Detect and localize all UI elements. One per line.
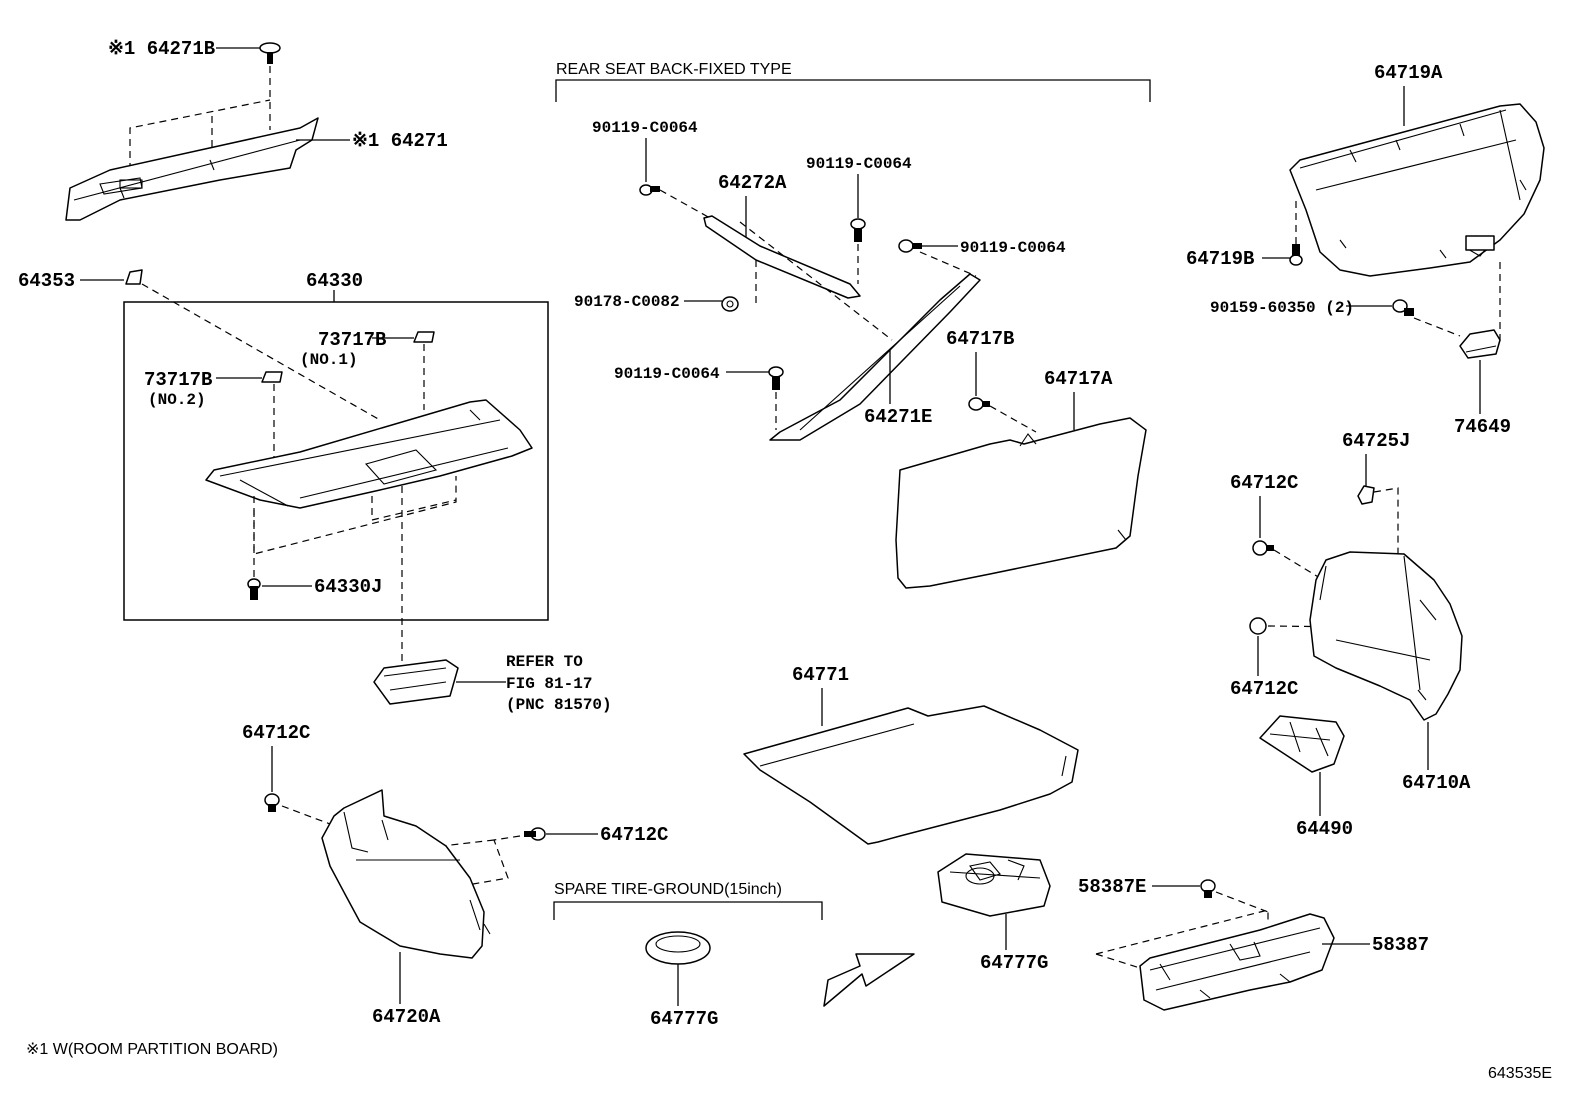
footnote: ※1 W(ROOM PARTITION BOARD): [26, 1041, 278, 1058]
jack-tray-64777G-icon: [937, 853, 1051, 917]
part-64720A-group: 64712C 64712C 64720A: [242, 722, 668, 1028]
label-64777G-a[interactable]: 64777G: [650, 1008, 718, 1030]
arrow-icon: [823, 953, 915, 1007]
refer-line-2: FIG 81-17: [506, 675, 592, 693]
clip-64712C-l2-icon: [524, 827, 546, 841]
label-64490[interactable]: 64490: [1296, 818, 1353, 840]
label-64712C-l1[interactable]: 64712C: [242, 722, 310, 744]
clip-64712C-l1-icon: [264, 793, 280, 812]
label-64719A[interactable]: 64719A: [1374, 62, 1443, 84]
label-64712C-r2[interactable]: 64712C: [1230, 678, 1298, 700]
clip-64712C-r2-icon: [1249, 617, 1267, 635]
assembly-box-64330: [123, 301, 549, 621]
clip-73717B-no2-icon: [261, 371, 283, 383]
label-64771[interactable]: 64771: [792, 664, 849, 686]
label-64717B[interactable]: 64717B: [946, 328, 1014, 350]
label-no1: (NO.1): [300, 351, 358, 369]
bolt-90159-icon: [1392, 299, 1414, 316]
label-no2: (NO.2): [148, 391, 206, 409]
part-64710A-group: 64725J 64712C 64712C 64710A 64490: [1230, 430, 1471, 840]
clip-64271B-icon: [259, 42, 281, 64]
label-64710A[interactable]: 64710A: [1402, 772, 1471, 794]
label-64272A[interactable]: 64272A: [718, 172, 787, 194]
nut-90178-icon: [721, 296, 739, 312]
label-64712C-l2[interactable]: 64712C: [600, 824, 668, 846]
part-58387-group: 58387E 58387: [1078, 876, 1429, 1011]
label-64777G-b[interactable]: 64777G: [980, 952, 1048, 974]
side-trim-64710A-icon: [1309, 551, 1463, 721]
label-64330J[interactable]: 64330J: [314, 576, 382, 598]
floor-mat-64771-icon: [743, 705, 1079, 845]
bolt-90119-a-icon: [639, 184, 660, 196]
bracket-64272A-icon: [703, 215, 861, 299]
lamp-part-icon: [373, 659, 459, 705]
label-90119-c[interactable]: 90119-C0064: [960, 239, 1066, 257]
header-spare-tire: SPARE TIRE-GROUND(15inch): [554, 881, 782, 898]
clip-64719B-icon: [1289, 244, 1303, 266]
side-trim-64720A-icon: [321, 789, 485, 959]
part-64271-group: ※1 64271B ※1 64271: [65, 38, 448, 221]
clip-64330J-icon: [247, 578, 261, 600]
label-58387[interactable]: 58387: [1372, 934, 1429, 956]
label-90119-a[interactable]: 90119-C0064: [592, 119, 698, 137]
label-73717B-no1[interactable]: 73717B: [318, 329, 386, 351]
package-tray-icon: [205, 399, 533, 509]
label-90119-b[interactable]: 90119-C0064: [806, 155, 912, 173]
label-90159[interactable]: 90159-60350 (2): [1210, 299, 1354, 317]
label-90119-d[interactable]: 90119-C0064: [614, 365, 720, 383]
clip-64725J-icon: [1357, 485, 1375, 505]
cover-74649-icon: [1459, 329, 1501, 359]
label-64271E[interactable]: 64271E: [864, 406, 932, 428]
clip-73717B-no1-icon: [413, 331, 435, 343]
label-64717A[interactable]: 64717A: [1044, 368, 1113, 390]
clip-58387E-icon: [1200, 879, 1216, 898]
spare-tire-icon: [645, 931, 711, 965]
part-64719-group: 64719A 64719B 90159-60350 (2) 74649: [1186, 62, 1545, 438]
refer-line-1: REFER TO: [506, 653, 583, 671]
label-64720A[interactable]: 64720A: [372, 1006, 441, 1028]
label-90178[interactable]: 90178-C0082: [574, 293, 680, 311]
label-64271[interactable]: ※1 64271: [352, 130, 448, 152]
label-64353[interactable]: 64353: [18, 270, 75, 292]
label-64271B[interactable]: ※1 64271B: [108, 38, 215, 60]
label-58387E[interactable]: 58387E: [1078, 876, 1146, 898]
clip-64717B-icon: [968, 397, 990, 411]
bolt-90119-c-icon: [898, 239, 922, 253]
label-64712C-r1[interactable]: 64712C: [1230, 472, 1298, 494]
clip-64712C-r1-icon: [1252, 540, 1274, 556]
label-64719B[interactable]: 64719B: [1186, 248, 1254, 270]
part-64330-group: 64353 64330 73717B (NO.1) 73717B (NO.2) …: [18, 269, 612, 714]
refer-line-3: (PNC 81570): [506, 696, 612, 714]
label-64725J[interactable]: 64725J: [1342, 430, 1410, 452]
trunk-sill-58387-icon: [1139, 913, 1335, 1011]
bolt-90119-b-icon: [850, 218, 866, 242]
seatback-board-64717A-icon: [895, 417, 1147, 589]
label-74649[interactable]: 74649: [1454, 416, 1511, 438]
trunk-lid-trim-64719A-icon: [1289, 103, 1545, 277]
clip-64353-icon: [125, 269, 143, 285]
label-64330[interactable]: 64330: [306, 270, 363, 292]
bolt-90119-d-icon: [768, 366, 784, 390]
part-64771-group: 64771 SPARE TIRE-GROUND(15inch) 64777G 6…: [553, 664, 1079, 1030]
label-73717B-no2[interactable]: 73717B: [144, 369, 212, 391]
figure-id: 643535E: [1488, 1065, 1552, 1082]
header-rear-seat-back: REAR SEAT BACK-FIXED TYPE: [556, 61, 792, 78]
rear-seat-back-group: REAR SEAT BACK-FIXED TYPE 90119-C0064 64…: [555, 61, 1151, 589]
cover-64490-icon: [1259, 715, 1345, 773]
